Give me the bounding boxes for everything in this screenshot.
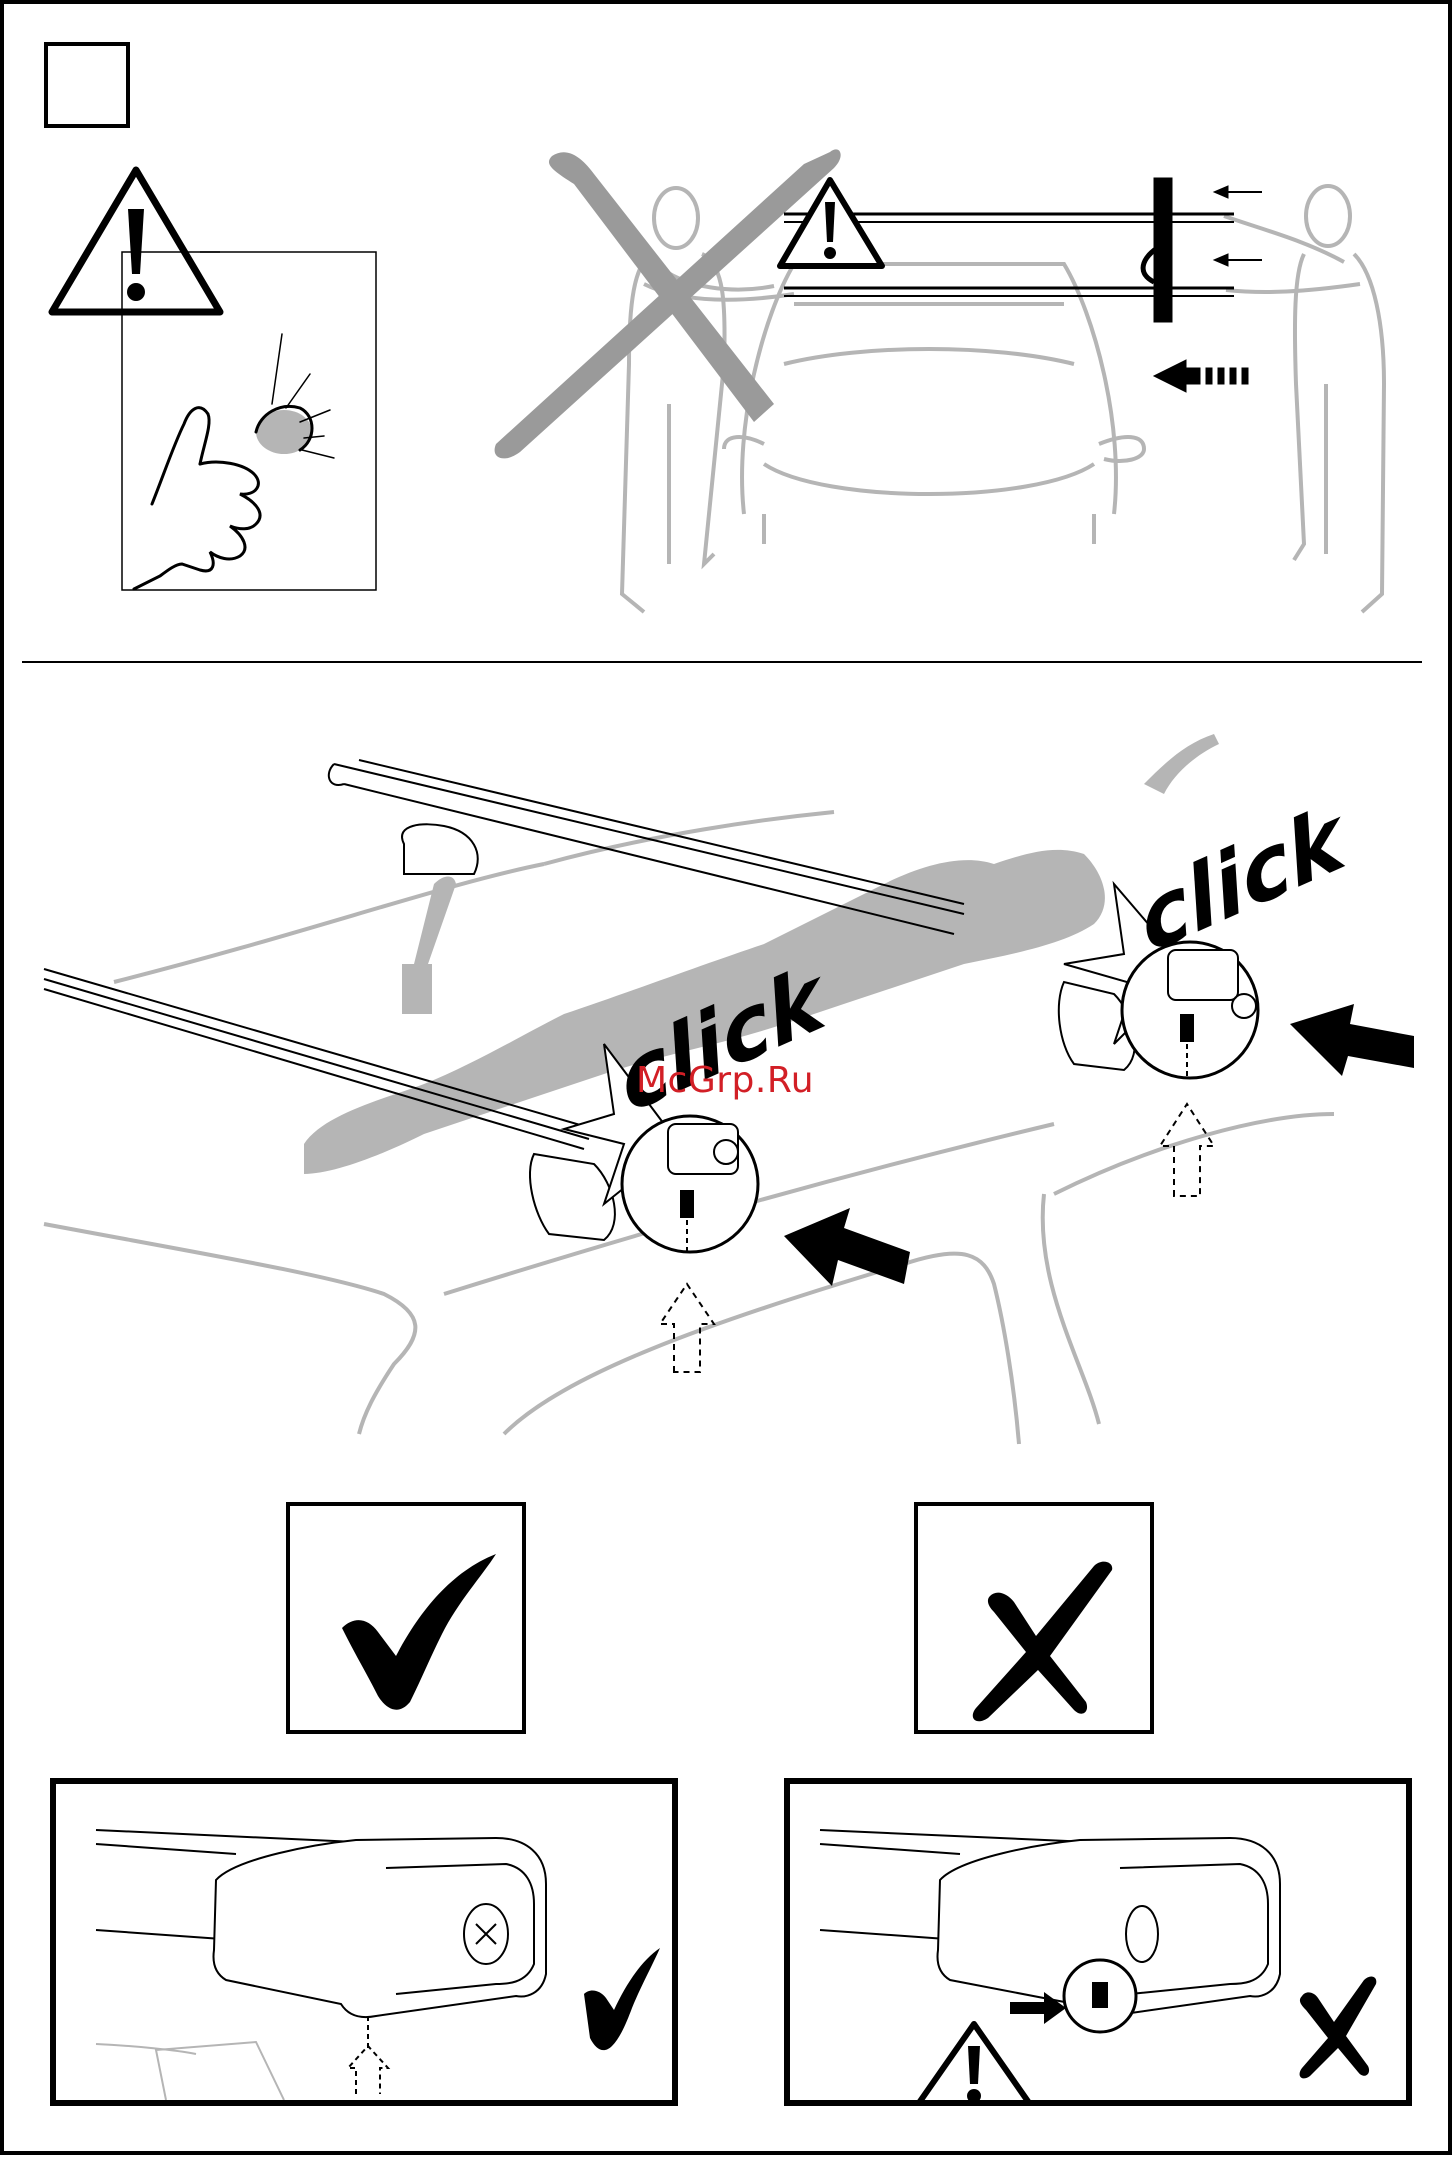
incorrect-indicator-box [914, 1502, 1154, 1734]
incorrect-foot-illustration [790, 1784, 1406, 2100]
correct-foot-illustration [56, 1784, 672, 2100]
bike-carrier-shape [304, 734, 1219, 1174]
correct-indicator-box [286, 1502, 526, 1734]
correct-detail-panel [50, 1778, 678, 2106]
incorrect-detail-panel [784, 1778, 1412, 2106]
checkmark-icon [290, 1506, 522, 1730]
cross-icon [918, 1506, 1150, 1730]
cross-icon [1300, 1977, 1377, 2079]
warning-triangle-icon [914, 2024, 1034, 2100]
checkmark-icon [584, 1948, 660, 2050]
watermark: McGrp.Ru [636, 1060, 814, 1101]
